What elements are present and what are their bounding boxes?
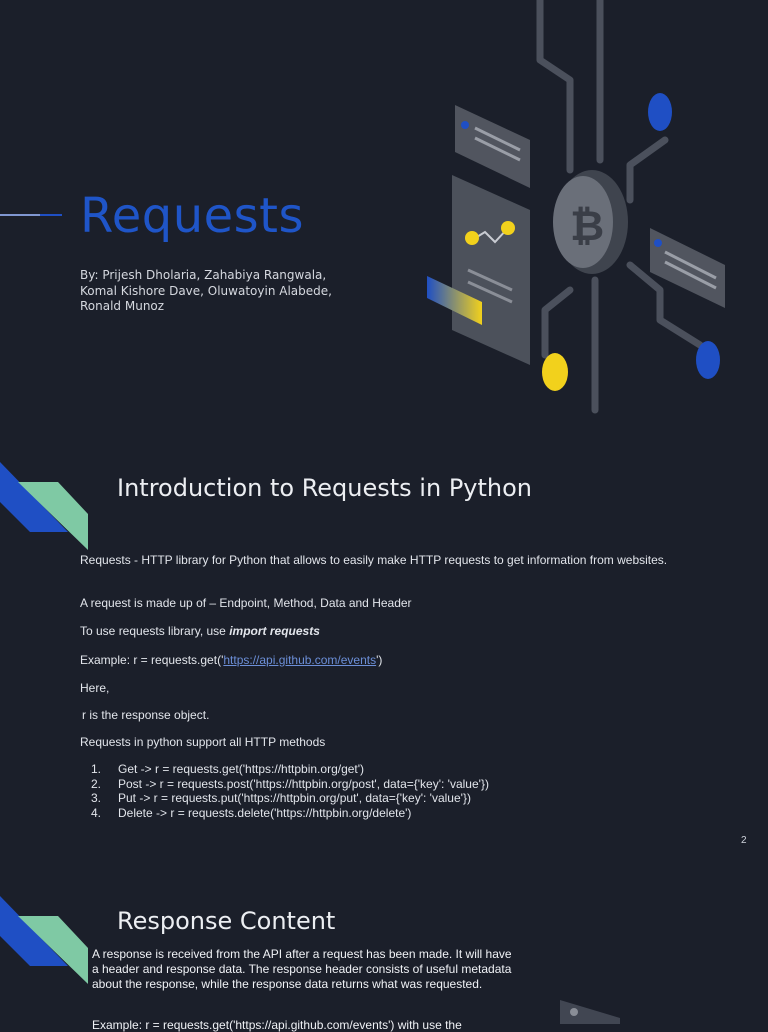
list-text: Post -> r = requests.post('https://httpb…: [118, 776, 489, 791]
example-suffix: '): [376, 653, 383, 667]
response-slide-title: Response Content: [117, 907, 336, 935]
list-number: 3.: [91, 791, 102, 806]
bitcoin-icon: ₿: [553, 170, 628, 274]
crypto-circuit-illustration: ₿: [427, 0, 725, 414]
yellow-dot-1: [465, 231, 479, 245]
response-example-partial: Example: r = requests.get('https://api.g…: [92, 1018, 462, 1032]
yellow-dot-2: [501, 221, 515, 235]
card-panel-large: [452, 175, 530, 365]
request-components: A request is made up of – Endpoint, Meth…: [80, 596, 412, 610]
blue-oval-top: [648, 93, 672, 131]
import-instruction: To use requests library, use import requ…: [80, 624, 320, 639]
list-number: 2.: [91, 776, 102, 791]
intro-slide-title: Introduction to Requests in Python: [117, 474, 533, 502]
here-label: Here,: [80, 681, 110, 695]
card-panel-right: [650, 228, 725, 308]
svg-text:₿: ₿: [570, 201, 604, 250]
import-code: import requests: [229, 624, 320, 638]
blue-oval-bottom: [696, 341, 720, 379]
yellow-oval: [542, 353, 568, 391]
example-prefix: Example: r = requests.get(': [80, 653, 224, 667]
authors-line: By: Prijesh Dholaria, Zahabiya Rangwala,…: [80, 268, 332, 313]
list-item: 4. Delete -> r = requests.delete('https:/…: [91, 806, 489, 821]
gradient-bar: [427, 276, 482, 325]
circuit-decoration: [536, 0, 704, 414]
chevron-accent-decoration: [0, 896, 88, 984]
list-text: Delete -> r = requests.delete('https://h…: [118, 806, 412, 821]
list-item: 2. Post -> r = requests.post('https://htt…: [91, 777, 489, 792]
http-methods-list: 1. Get -> r = requests.get('https://httpb…: [91, 762, 489, 821]
example-link[interactable]: https://api.github.com/events: [223, 653, 377, 667]
response-description: A response is received from the API afte…: [92, 947, 512, 991]
import-prefix: To use requests library, use: [80, 624, 230, 638]
title-accent-rule-highlight: [0, 214, 40, 216]
page-number: 2: [741, 835, 747, 846]
example-line: Example: r = requests.get('https://api.g…: [80, 653, 382, 668]
chevron-accent-decoration: [0, 462, 88, 550]
list-item: 3. Put -> r = requests.put('https://httpb…: [91, 791, 489, 806]
list-item: 1. Get -> r = requests.get('https://httpb…: [91, 762, 489, 777]
list-number: 4.: [91, 806, 102, 821]
response-object-note: r is the response object.: [82, 708, 210, 722]
slide-title: Requests: [80, 188, 304, 244]
list-text: Get -> r = requests.get('https://httpbin…: [118, 762, 365, 776]
card-panel-fragment: [560, 1000, 620, 1024]
requests-definition: Requests - HTTP library for Python that …: [80, 553, 668, 567]
list-text: Put -> r = requests.put('https://httpbin…: [118, 791, 471, 806]
http-methods-intro: Requests in python support all HTTP meth…: [80, 735, 326, 749]
list-number: 1.: [91, 762, 102, 776]
